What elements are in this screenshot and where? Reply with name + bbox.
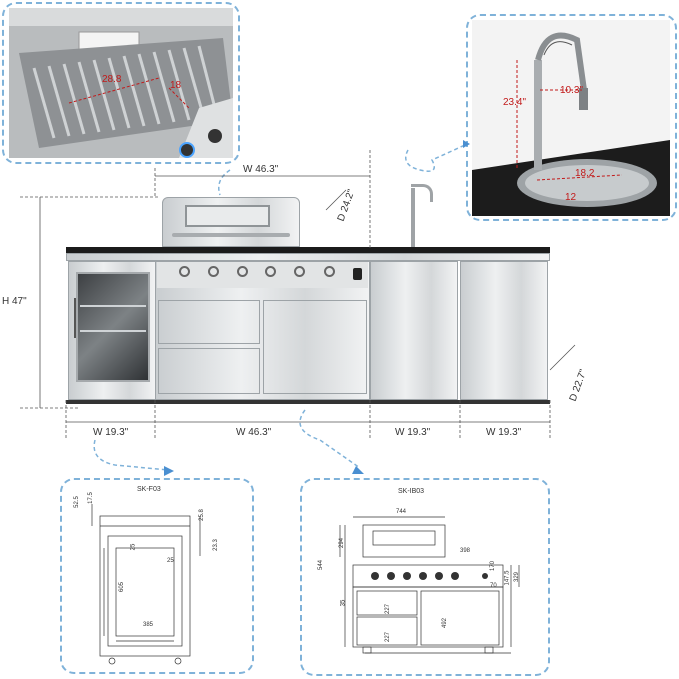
bottom-width-label: W 19.3" bbox=[486, 427, 522, 438]
grill-knob-icon[interactable] bbox=[324, 266, 335, 277]
sink-faucet bbox=[411, 188, 415, 247]
faucet-sink-photo bbox=[472, 20, 670, 216]
sink-cabinet bbox=[370, 261, 458, 400]
grill-knob-icon[interactable] bbox=[208, 266, 219, 277]
grill-drawer-upper bbox=[158, 300, 260, 344]
bottom-width-label: W 19.3" bbox=[93, 427, 129, 438]
sink-width-label: 18.2 bbox=[575, 168, 595, 179]
fridge-shelf bbox=[80, 305, 146, 307]
fridge-dim: 25 bbox=[130, 543, 137, 551]
fridge-dim: 23.3 bbox=[212, 539, 219, 551]
grill-drawing bbox=[339, 516, 520, 654]
grill-knob-icon[interactable] bbox=[237, 266, 248, 277]
top-width-label: W 46.3" bbox=[243, 164, 279, 175]
grill-photo-frame bbox=[2, 2, 240, 164]
storage-cabinet bbox=[460, 261, 548, 400]
bottom-width-label: W 19.3" bbox=[395, 427, 431, 438]
sink-depth-label: 12 bbox=[565, 192, 577, 203]
grill-depth-label: 18 bbox=[170, 80, 182, 91]
fridge-glass-door bbox=[76, 272, 150, 382]
grill-dim: 329 bbox=[514, 571, 521, 583]
counter-frame bbox=[66, 253, 550, 261]
fridge-drawing-frame bbox=[60, 478, 254, 674]
fridge-dim: 52.5 bbox=[73, 496, 80, 508]
fridge-dim: 25 bbox=[167, 558, 174, 564]
grill-dim: 227 bbox=[385, 631, 392, 643]
grill-knob-icon[interactable] bbox=[294, 266, 305, 277]
sink-faucet-spout bbox=[411, 184, 433, 202]
grill-dim: 147.5 bbox=[504, 570, 511, 586]
base-plinth bbox=[66, 400, 550, 404]
grill-hood-window bbox=[185, 205, 270, 227]
grill-dim: 70 bbox=[490, 583, 497, 589]
bottle-opener-icon bbox=[353, 268, 362, 280]
faucet-height-label: 23.4" bbox=[503, 97, 527, 108]
fridge-drawing bbox=[91, 504, 201, 665]
grill-hood-handle bbox=[172, 233, 290, 237]
countertop bbox=[66, 247, 550, 253]
fridge-dim: 385 bbox=[143, 622, 154, 628]
height-label: H 47" bbox=[2, 296, 27, 307]
fridge-handle bbox=[74, 298, 76, 338]
grill-dim: 544 bbox=[318, 559, 325, 571]
grill-dim: 170 bbox=[490, 560, 497, 572]
bottom-width-label: W 46.3" bbox=[236, 427, 272, 438]
grill-dim: 492 bbox=[442, 617, 449, 629]
grill-interior-photo bbox=[9, 8, 233, 158]
grill-door bbox=[263, 300, 367, 394]
fridge-dim: 25.8 bbox=[198, 509, 205, 521]
grill-drawing-title: SK-IB03 bbox=[398, 488, 425, 495]
fridge-drawing-title: SK-F03 bbox=[137, 486, 161, 493]
grill-drawer-lower bbox=[158, 348, 260, 394]
grill-knob-icon[interactable] bbox=[265, 266, 276, 277]
fridge-dim: 605 bbox=[119, 581, 126, 593]
faucet-reach-label: 10.3" bbox=[560, 85, 584, 96]
fridge-shelf bbox=[80, 330, 146, 332]
faucet-photo-frame bbox=[466, 14, 677, 221]
grill-dim: 294 bbox=[339, 537, 346, 549]
grill-dim: 227 bbox=[385, 603, 392, 615]
grill-dim: 744 bbox=[396, 509, 407, 515]
grill-dim: 35 bbox=[340, 599, 347, 607]
grill-dim: 398 bbox=[460, 548, 471, 554]
grill-width-label: 28.8 bbox=[102, 74, 122, 85]
grill-drawing-frame bbox=[300, 478, 550, 676]
grill-knob-icon[interactable] bbox=[179, 266, 190, 277]
fridge-dim: 17.5 bbox=[87, 492, 94, 504]
